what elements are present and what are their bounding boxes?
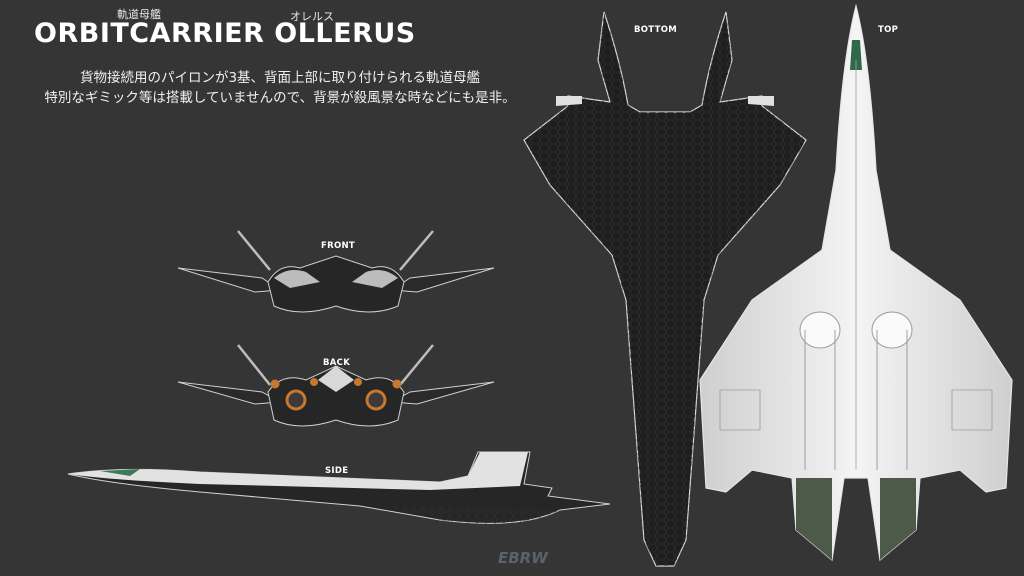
description-line-2: 特別なギミック等は搭載していませんので、背景が殺風景な時などにも是非。 xyxy=(44,90,516,106)
front-view-drawing xyxy=(177,230,495,313)
back-view-label: BACK xyxy=(323,358,351,368)
top-view-label: TOP xyxy=(878,25,899,35)
top-view-drawing xyxy=(699,3,1013,562)
page-title: ORBITCARRIER OLLERUS xyxy=(34,18,416,49)
bottom-view-label: BOTTOM xyxy=(634,25,677,35)
bottom-view-drawing xyxy=(523,11,807,567)
title-ruby: 軌道母艦 xyxy=(117,8,161,21)
svg-text:EBRW: EBRW xyxy=(498,549,549,567)
side-view-label: SIDE xyxy=(325,466,349,476)
side-view-drawing xyxy=(67,451,611,524)
back-view-drawing xyxy=(177,344,495,427)
description-line-1: 貨物接続用のパイロンが3基、背面上部に取り付けられる軌道母艦 xyxy=(79,70,481,86)
watermark-logo: EBRW xyxy=(498,549,549,567)
name-ruby: オレルス xyxy=(290,10,334,23)
front-view-label: FRONT xyxy=(321,241,355,251)
